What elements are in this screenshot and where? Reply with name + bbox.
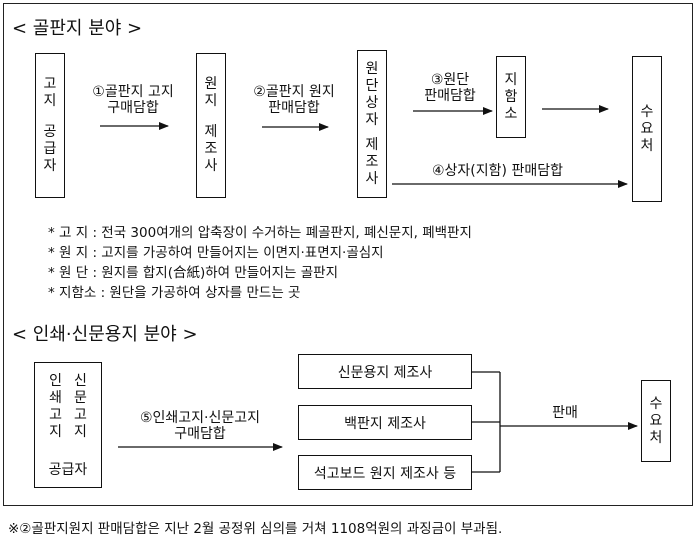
footnote: ※②골판지원지 판매담합은 지난 2월 공정위 심의를 거쳐 1108억원의 과… (8, 521, 503, 537)
demand-text-2: 수 요 처 (649, 395, 663, 446)
demand-text-1: 수 요 처 (640, 103, 654, 154)
box-maker-box: 지 함 소 (496, 56, 526, 138)
arrow1-label: ①골판지 고지 구매담합 (92, 84, 174, 116)
arrow2-label: ②골판지 원지 판매담합 (253, 84, 335, 116)
arrow5-label: ⑤인쇄고지·신문고지 구매담합 (139, 410, 261, 442)
maker-newsprint: 신문용지 제조사 (298, 354, 472, 389)
supplier-box: 고 지 공 급 자 (35, 53, 65, 198)
supplier-2-columns: 인 쇄 고 지 신 문 고 지 (49, 373, 87, 441)
supplier-2-bottom: 공급자 (48, 462, 88, 478)
demand-box-1: 수 요 처 (632, 56, 662, 202)
arrow4-label: ④상자(지함) 판매담합 (432, 163, 563, 179)
box-maker-text: 지 함 소 (504, 71, 518, 122)
demand-box-2: 수 요 처 (641, 380, 671, 462)
note-gouji: * 고 지 : 전국 300여개의 압축장이 수거하는 폐골판지, 폐신문지, … (48, 225, 472, 241)
section1-heading: < 골판지 분야 > (12, 18, 143, 39)
base-paper-maker-text: 원 단 상 자 제 조 사 (365, 60, 379, 187)
sale-label: 판매 (552, 405, 578, 421)
diagram-frame (3, 3, 693, 506)
note-wonji: * 원 지 : 고지를 가공하여 만들어지는 이면지·표면지·골심지 (48, 245, 384, 261)
note-jihamso: * 지함소 : 원단을 가공하여 상자를 만드는 곳 (48, 285, 301, 301)
arrow3-label: ③원단 판매담합 (424, 72, 476, 104)
raw-paper-maker-text: 원 지 제 조 사 (204, 76, 218, 174)
maker-whiteboard: 백판지 제조사 (298, 405, 472, 440)
raw-paper-maker-box: 원 지 제 조 사 (196, 53, 226, 198)
section2-heading: < 인쇄·신문용지 분야 > (12, 324, 198, 345)
supplier-2-col1: 인 쇄 고 지 (49, 373, 62, 440)
supplier-2-col2: 신 문 고 지 (74, 373, 87, 440)
supplier-text: 고 지 공 급 자 (43, 76, 57, 174)
maker-gypsum: 석고보드 원지 제조사 등 (298, 455, 472, 490)
supplier-box-2: 인 쇄 고 지 신 문 고 지 공급자 (34, 362, 102, 488)
note-wondan: * 원 단 : 원지를 합지(合紙)하여 만들어지는 골판지 (48, 265, 339, 281)
base-paper-maker-box: 원 단 상 자 제 조 사 (357, 50, 387, 198)
